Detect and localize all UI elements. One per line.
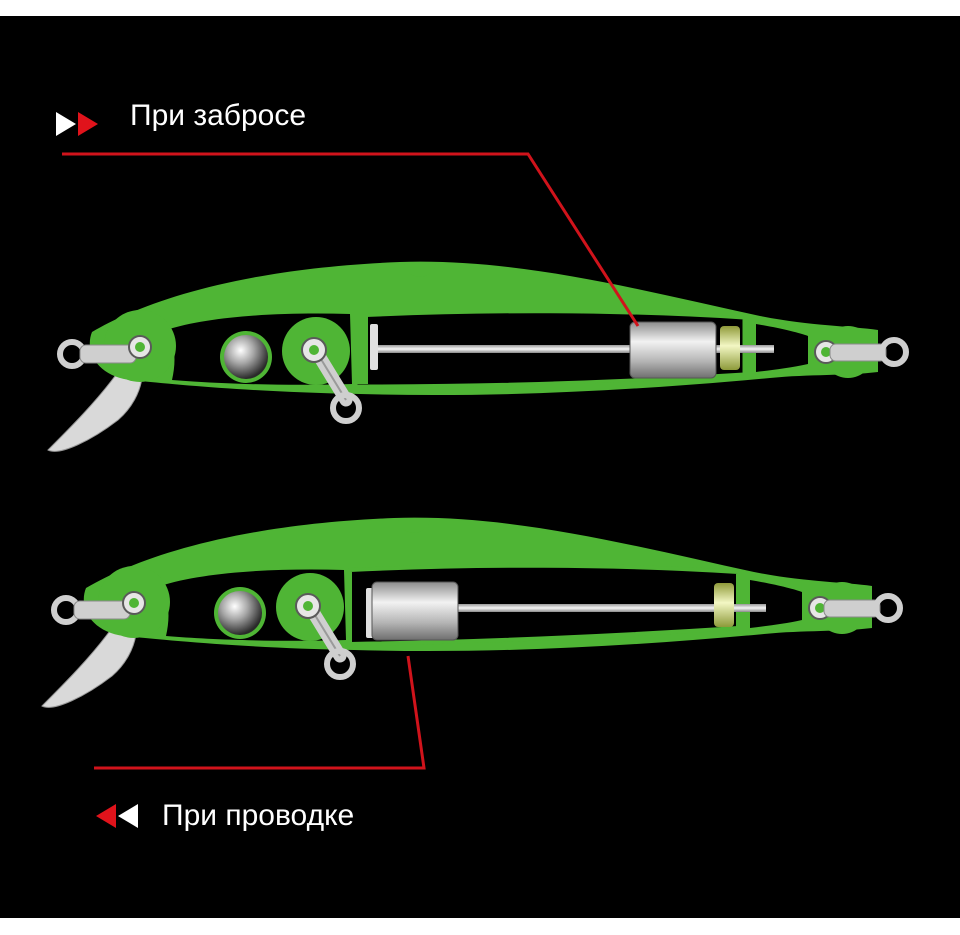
- double-arrow-right-icon: [56, 112, 98, 136]
- double-arrow-left-icon: [96, 804, 138, 828]
- lure-retrieve-position: [42, 518, 900, 708]
- lure-cast-position: [48, 262, 906, 452]
- retrieve-leader-line: [94, 655, 426, 770]
- cast-label: При забросе: [130, 99, 307, 132]
- retrieve-label: При проводке: [162, 799, 355, 832]
- cast-leader-line: [62, 152, 640, 327]
